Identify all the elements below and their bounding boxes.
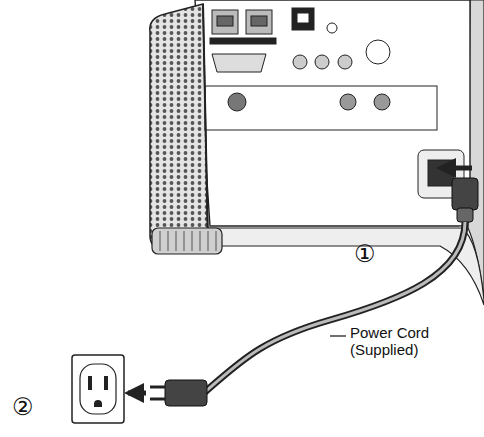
callout-number: ② (12, 393, 34, 421)
appliance-plug (452, 178, 478, 210)
terminal-panel (205, 8, 464, 198)
part-label: Power Cord (Supplied) (350, 324, 446, 359)
wall-plug (165, 380, 207, 406)
adjustable-foot (152, 228, 222, 254)
vent-grille (150, 4, 208, 250)
wall-outlet (72, 355, 124, 423)
projector-rear-panel (195, 0, 470, 226)
leader-line (330, 335, 346, 336)
insert-arrow (440, 166, 472, 171)
power-cord (205, 222, 465, 392)
callout-number: ① (354, 240, 376, 268)
insert-arrow (128, 391, 146, 396)
